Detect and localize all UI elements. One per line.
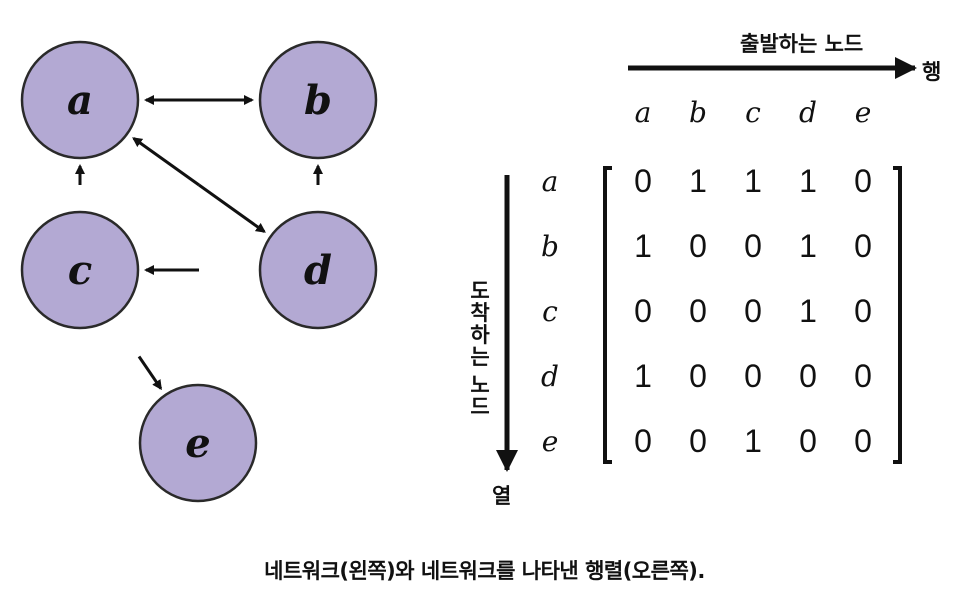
matrix-cell: 0 [799,358,817,394]
matrix-cell: 1 [799,163,817,199]
figure-caption: 네트워크(왼쪽)와 네트워크를 나타낸 행렬(오른쪽). [264,559,705,583]
matrix-cell: 1 [689,163,707,199]
row-header-a: a [541,165,559,198]
column-direction-char: 는 [470,345,490,369]
node-label: e [185,420,210,467]
matrix-cell: 0 [799,423,817,459]
matrix-cell: 1 [744,423,762,459]
matrix-cell: 1 [799,293,817,329]
matrix-cell: 0 [689,293,707,329]
column-header-c: c [745,96,761,129]
column-direction-char: 하 [470,323,490,347]
column-direction-char: 드 [470,395,490,419]
node-label: d [304,247,332,294]
matrix-cell: 0 [744,293,762,329]
matrix-cell: 1 [634,358,652,394]
row-header-d: d [541,360,559,393]
column-header-b: b [689,96,707,129]
node-circle [20,210,140,330]
matrix-right-bracket [893,166,902,464]
matrix-left-bracket [603,166,612,464]
node-circle [258,210,378,330]
matrix-cell: 1 [799,228,817,264]
network-graph: a b c d e [20,40,378,503]
node-c: c [20,210,140,330]
column-header-d: d [799,96,817,129]
node-b: b [258,40,378,160]
node-label: b [304,77,332,124]
matrix-cell: 0 [634,163,652,199]
column-direction-char: 착 [470,301,490,325]
matrix-cell: 1 [634,228,652,264]
column-direction-char: 노 [470,373,490,397]
edge-d-to-a [132,137,200,187]
matrix-cell: 0 [634,423,652,459]
node-circle [258,40,378,160]
node-label: c [68,247,92,294]
row-header-b: b [541,230,559,263]
matrix-cell: 0 [854,293,872,329]
matrix-cell: 0 [854,228,872,264]
matrix-cell: 0 [634,293,652,329]
matrix-cell: 0 [744,228,762,264]
row-header-c: c [542,295,558,328]
column-direction-char: 도 [470,279,490,303]
node-e: e [138,383,258,503]
matrix-cell: 0 [689,358,707,394]
matrix-cell: 0 [744,358,762,394]
matrix-cell: 0 [854,163,872,199]
matrix-cell: 0 [689,228,707,264]
matrix-cell: 0 [689,423,707,459]
node-circle [138,383,258,503]
row-direction-label: 출발하는 노드 [740,32,864,56]
node-label: a [67,77,93,124]
matrix-cell: 0 [854,358,872,394]
column-header-a: a [634,96,652,129]
matrix-cell: 1 [744,163,762,199]
row-axis-label: 행 [922,60,942,84]
edge-a-to-d [198,183,266,233]
node-d: d [258,210,378,330]
edge-c-to-e [137,355,163,391]
node-circle [20,40,140,160]
node-a: a [20,40,140,160]
column-axis-label: 열 [492,484,512,508]
matrix-cell: 0 [854,423,872,459]
column-direction-label: 도 착 하 는 노 드 [466,280,494,418]
row-header-e: e [541,425,559,458]
column-header-e: e [854,96,872,129]
